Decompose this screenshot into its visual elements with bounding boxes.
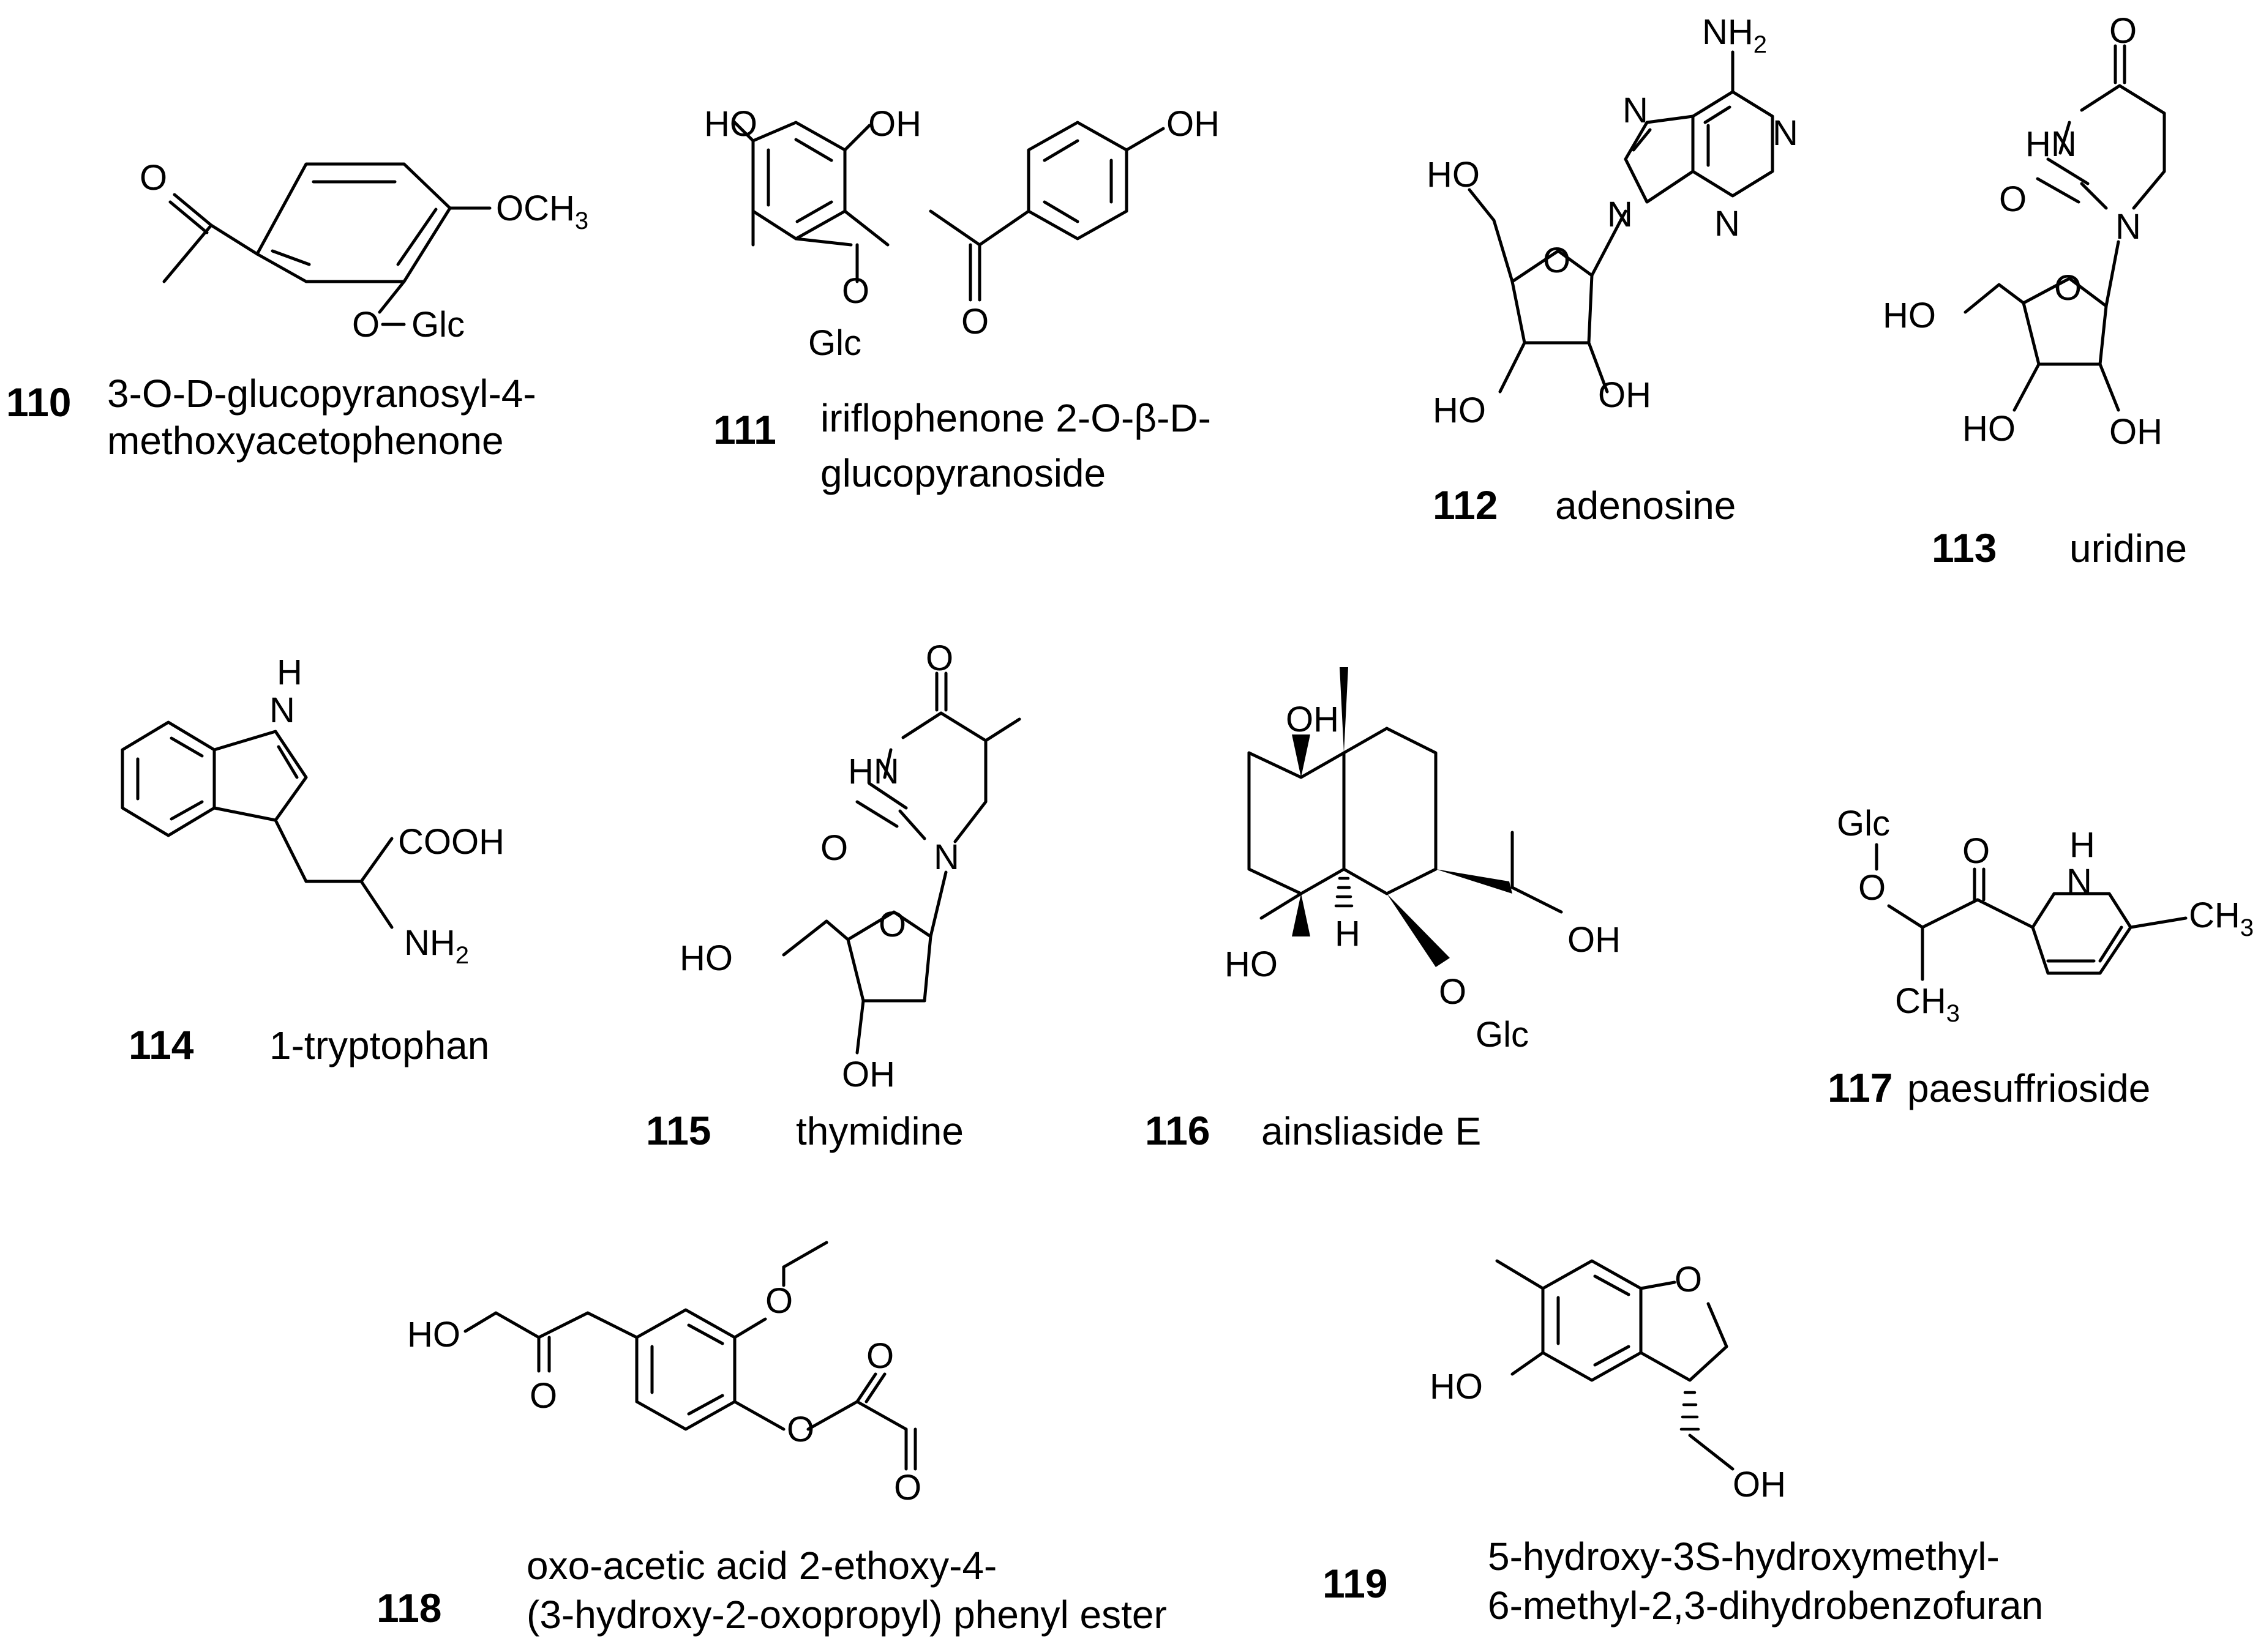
compound-112-structure [1468,50,1774,394]
ketone-oxygen-label: O [1962,831,1990,871]
nh-hydrogen-label: H [2069,825,2095,865]
amino-label: NH2 [1702,12,1767,58]
glucose-label: Glc [808,323,861,363]
compound-119-name-line1: 5-hydroxy-3S-hydroxymethyl- [1488,1534,2000,1579]
methoxy-label: OCH3 [496,189,588,234]
compound-115-structure [782,671,1021,1055]
compound-118-name-line1: oxo-acetic acid 2-ethoxy-4- [527,1544,997,1588]
ketone-oxygen-label: O [961,302,989,342]
ring-oxygen-label: O [1675,1260,1702,1299]
nh-hydrogen-label: H [277,652,302,692]
hydroxy-label: OH [868,104,921,144]
compound-116-structure [1247,667,1563,967]
compound-117-number: 117 [1828,1065,1892,1110]
carbonyl-oxygen-label: O [820,828,848,868]
carbonyl-oxygen-label: O [1999,179,2027,219]
hydroxy-label: OH [842,1055,895,1094]
ether-oxygen-label: O [352,305,380,345]
pyrrole-nitrogen-label: N [2066,862,2092,902]
glucose-label: Glc [411,305,465,345]
compound-114-name: 1-tryptophan [269,1023,489,1067]
ketone-oxygen-label: O [140,158,167,198]
nitrogen-label: N [1622,91,1648,130]
compound-111-name-line1: iriflophenone 2-O-β-D- [820,396,1211,440]
compound-111-name-line2: glucopyranoside [820,451,1106,495]
nitrogen-label: N [1714,204,1740,244]
hydroxy-label: HO [680,938,733,978]
compound-110-name-line1: 3-O-D-glucopyranosyl-4- [107,372,536,416]
ether-oxygen-label: O [1439,972,1466,1012]
hydroxy-label: OH [2109,412,2162,452]
ring-oxygen-label: O [2054,268,2082,308]
hydroxy-label: OH [1733,1465,1786,1504]
hydroxy-label: HO [1433,391,1486,430]
nitrogen-label: N [934,837,959,877]
compound-112-number: 112 [1433,482,1498,528]
carbonyl-oxygen-label: O [2109,11,2137,51]
imide-nh-label: HN [2025,124,2077,164]
compound-111-structure [733,121,1165,302]
compound-119-structure [1495,1259,1735,1471]
compound-118-number: 118 [377,1585,441,1631]
amino-label: NH2 [404,923,469,969]
compound-111-number: 111 [713,407,776,452]
glucose-label: Glc [1837,804,1890,843]
hydroxy-label: HO [704,104,757,144]
compound-113-structure [1964,44,2166,412]
compound-119-name-line2: 6-methyl-2,3-dihydrobenzofuran [1488,1583,2043,1628]
nitrogen-label: N [2115,207,2141,247]
compound-110-name-line2: methoxyacetophenone [107,419,504,463]
indole-nitrogen-label: N [269,690,295,730]
compound-112-name: adenosine [1555,484,1736,528]
compound-116-name: ainsliaside E [1261,1109,1481,1153]
compound-115-name: thymidine [796,1109,964,1153]
nitrogen-label: N [1607,195,1633,234]
compound-110-structure [162,162,492,326]
imide-nh-label: HN [848,752,899,791]
methyl-label: CH3 [1895,981,1960,1027]
ether-oxygen-label: O [842,271,869,311]
compound-115-number: 115 [646,1108,711,1153]
hydroxy-label: HO [1883,296,1936,335]
hydroxy-label: HO [1430,1367,1483,1407]
compound-119-number: 119 [1322,1561,1387,1606]
carbonyl-oxygen-label: O [866,1336,894,1376]
compound-114-structure [121,720,394,929]
compound-116-number: 116 [1145,1108,1210,1153]
methyl-label: CH3 [2189,895,2254,941]
hydroxy-label: HO [407,1315,460,1355]
compound-117-structure [1875,843,2188,981]
aldehyde-oxygen-label: O [894,1468,921,1508]
ketone-oxygen-label: O [530,1376,557,1416]
hydrogen-label: H [1335,914,1360,954]
hydroxy-label: OH [1286,700,1339,739]
hydroxy-label: OH [1166,104,1220,144]
compound-118-name-line2: (3-hydroxy-2-oxopropyl) phenyl ester [527,1593,1167,1637]
compound-117-name: paesuffrioside [1907,1066,2150,1110]
compound-113-name: uridine [2069,526,2187,570]
carboxyl-label: COOH [398,822,504,862]
hydroxy-label: OH [1567,920,1621,960]
nitrogen-label: N [1772,113,1798,153]
hydroxy-label: HO [1427,155,1480,195]
compound-113-number: 113 [1932,525,1997,570]
carbonyl-oxygen-label: O [926,638,953,678]
hydroxy-label: OH [1598,375,1651,415]
ring-oxygen-label: O [1543,241,1570,280]
hydroxy-label: HO [1225,944,1278,984]
compound-114-number: 114 [129,1022,194,1067]
ring-oxygen-label: O [879,905,906,944]
compound-110-number: 110 [6,379,71,425]
ester-oxygen-label: O [787,1410,814,1449]
hydroxy-label: HO [1962,409,2016,449]
compound-118-structure [463,1241,917,1471]
ether-oxygen-label: O [1858,868,1886,908]
glucose-label: Glc [1476,1015,1529,1055]
ether-oxygen-label: O [765,1281,793,1321]
